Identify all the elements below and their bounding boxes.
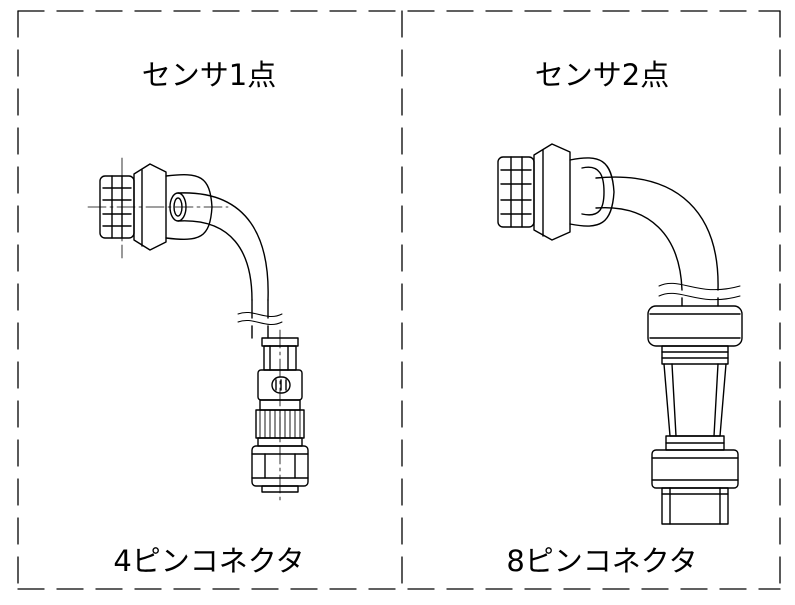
panel-caption-right: 8ピンコネクタ	[506, 544, 698, 578]
left-cable-assembly	[87, 157, 309, 501]
panel-caption-left: 4ピンコネクタ	[113, 544, 305, 578]
right-cable-assembly	[497, 143, 743, 525]
right-cable-gland-nut	[497, 156, 535, 228]
left-cable	[177, 192, 283, 339]
panel-title-right: センサ2点	[534, 58, 670, 92]
right-cable	[595, 176, 741, 307]
left-center-lines	[87, 157, 229, 259]
right-cable-gland-body	[533, 143, 615, 241]
right-8pin-connector	[647, 305, 743, 525]
dashed-frame	[17, 10, 781, 590]
panel-title-left: センサ1点	[141, 58, 277, 92]
